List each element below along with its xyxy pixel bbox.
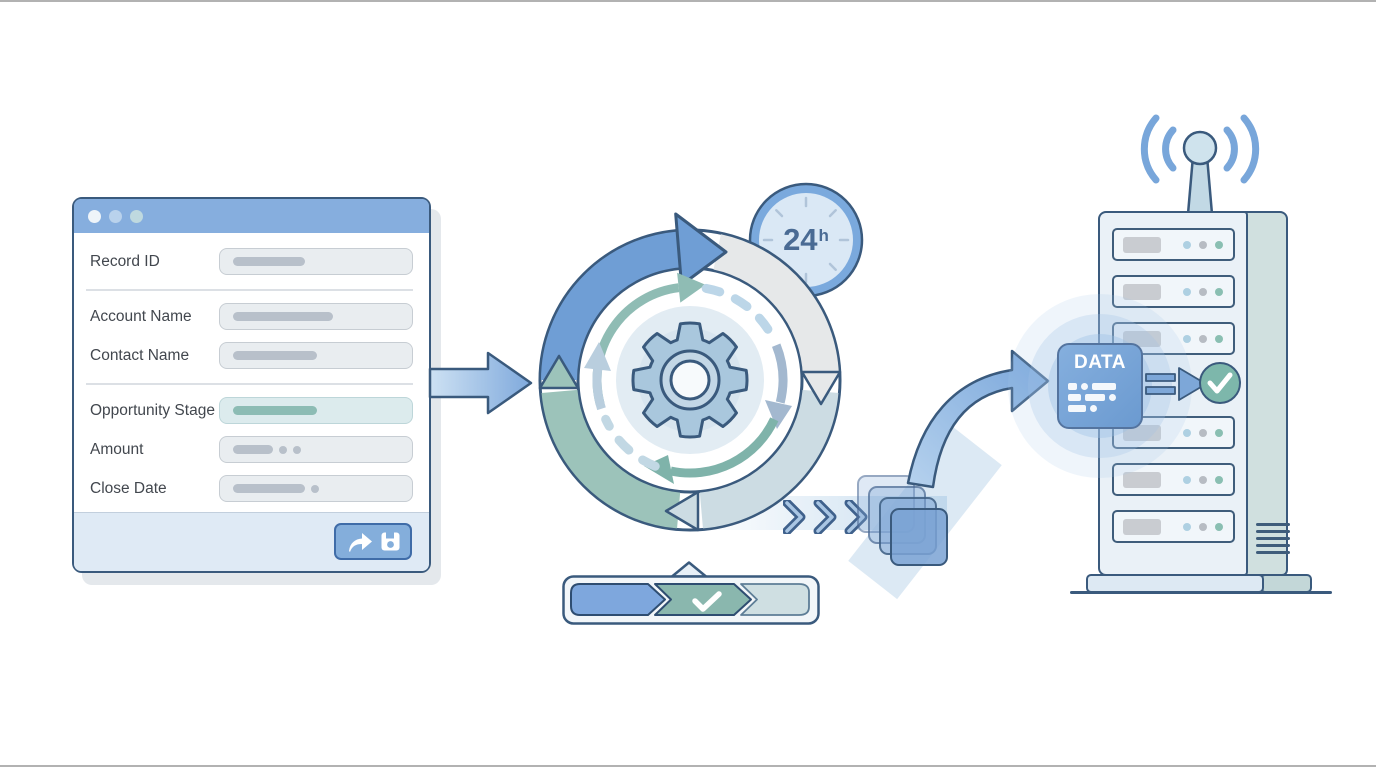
- window-dot-icon[interactable]: [130, 209, 143, 223]
- window-titlebar: [74, 199, 429, 233]
- share-save-button[interactable]: [334, 523, 412, 560]
- check-icon: [1207, 372, 1233, 394]
- amount-input[interactable]: [219, 436, 413, 463]
- divider: [86, 383, 413, 385]
- wifi-arc-icon: [1140, 114, 1160, 184]
- crm-record-window: Record ID Account Name Contact Name Oppo…: [72, 197, 431, 573]
- server-bay: [1112, 275, 1235, 308]
- chevron-down-icon: [800, 370, 842, 406]
- field-label-contact-name: Contact Name: [90, 346, 190, 364]
- window-dot-icon[interactable]: [88, 209, 101, 223]
- server-side-panel: [1244, 211, 1288, 576]
- field-label-account-name: Account Name: [90, 307, 192, 325]
- vent-lines: [1256, 523, 1290, 558]
- data-packet-square: [890, 508, 948, 566]
- contact-name-input[interactable]: [219, 342, 413, 369]
- wifi-arc-icon: [1162, 126, 1177, 172]
- antenna-icon: [1140, 114, 1260, 216]
- server-bay: [1112, 463, 1235, 496]
- chevrons-right-icon: [783, 500, 868, 534]
- chevron-left-icon: [664, 490, 700, 532]
- sync-progress-bar: [562, 561, 820, 625]
- sync-to-server-arrow: [906, 349, 1050, 489]
- close-date-input[interactable]: [219, 475, 413, 502]
- share-icon: [348, 532, 372, 552]
- save-icon: [381, 532, 399, 551]
- inner-arrowhead-icon: [677, 272, 706, 303]
- sync-success-badge: [1199, 362, 1241, 404]
- data-packet-chip: DATA: [1057, 343, 1143, 429]
- field-label-amount: Amount: [90, 440, 144, 458]
- inner-arrowhead-icon: [644, 455, 674, 484]
- pointer-notch: [670, 561, 708, 578]
- field-label-close-date: Close Date: [90, 479, 167, 497]
- bottom-edge-line: [0, 765, 1376, 767]
- server-base-side: [1260, 574, 1312, 593]
- server-base: [1086, 574, 1264, 593]
- sync-interval-label: 24h: [783, 222, 829, 257]
- wifi-arc-icon: [1240, 114, 1260, 184]
- server-bay: [1112, 228, 1235, 261]
- window-dot-icon[interactable]: [109, 209, 122, 223]
- cycle-arrowhead-icon: [674, 212, 728, 287]
- inner-arrowhead-icon: [584, 342, 611, 371]
- progress-segment-complete: [570, 583, 666, 616]
- progress-segment-pending: [740, 583, 810, 616]
- opportunity-stage-input[interactable]: [219, 397, 413, 424]
- wifi-arc-icon: [1223, 126, 1238, 172]
- chevron-up-icon: [538, 354, 580, 390]
- server-bay: [1112, 510, 1235, 543]
- chip-to-server-arrow: [1145, 367, 1207, 401]
- top-edge-line: [0, 0, 1376, 2]
- field-label-record-id: Record ID: [90, 252, 160, 270]
- form-to-sync-arrow: [428, 351, 533, 415]
- data-chip-label: DATA: [1074, 352, 1126, 373]
- sync-cycle-diagram: [538, 212, 842, 532]
- field-label-opportunity-stage: Opportunity Stage: [90, 401, 215, 419]
- progress-segment-current: [654, 583, 752, 616]
- record-id-input[interactable]: [219, 248, 413, 275]
- check-icon: [692, 591, 722, 612]
- account-name-input[interactable]: [219, 303, 413, 330]
- inner-arrowhead-icon: [765, 400, 792, 429]
- divider: [86, 289, 413, 291]
